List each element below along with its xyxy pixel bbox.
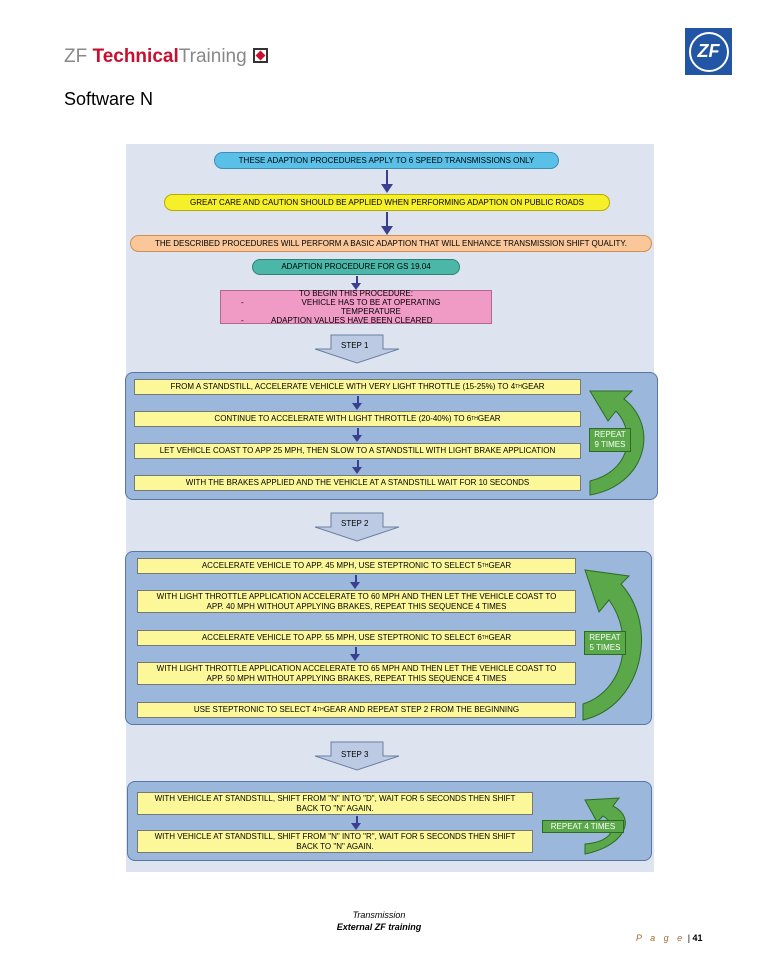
flow-arrow-line (357, 396, 359, 403)
step2-repeat-line1: REPEAT (589, 633, 621, 643)
step1-repeat-arrow-icon (589, 390, 645, 496)
step2-arrow (314, 512, 400, 542)
page-number-value: 41 (692, 933, 703, 943)
step2-box1-sup: TH (481, 563, 489, 569)
step1-box1: FROM A STANDSTILL, ACCELERATE VEHICLE WI… (134, 379, 581, 395)
flow-arrow-line (357, 460, 359, 467)
step3-arrow (314, 741, 400, 771)
step1-repeat-line1: REPEAT (594, 430, 626, 440)
flow-arrow-line (386, 212, 388, 226)
zf-logo: ZF (685, 28, 732, 75)
step3-panel: WITH VEHICLE AT STANDSTILL, SHIFT FROM "… (127, 781, 652, 861)
step2-box5-text: USE STEPTRONIC TO SELECT 4 (193, 705, 318, 715)
step3-repeat-arrow-icon (584, 797, 626, 855)
step2-box5-suffix: GEAR AND REPEAT STEP 2 FROM THE BEGINNIN… (323, 705, 520, 715)
step1-box1-text: FROM A STANDSTILL, ACCELERATE VEHICLE WI… (170, 382, 516, 392)
adaption-flowchart: THESE ADAPTION PROCEDURES APPLY TO 6 SPE… (125, 144, 658, 872)
step2-box2: WITH LIGHT THROTTLE APPLICATION ACCELERA… (137, 590, 576, 613)
footer-line2: External ZF training (336, 921, 422, 932)
applies-pill: THESE ADAPTION PROCEDURES APPLY TO 6 SPE… (214, 152, 559, 169)
step1-repeat-badge: REPEAT 9 TIMES (589, 428, 631, 452)
flow-arrow-head (352, 467, 362, 474)
page-label: P a g e (636, 933, 686, 943)
bullet: - (241, 316, 244, 326)
step3-box1: WITH VEHICLE AT STANDSTILL, SHIFT FROM "… (137, 792, 533, 815)
step3-box1-line1: WITH VEHICLE AT STANDSTILL, SHIFT FROM "… (154, 793, 516, 803)
step2-box3-suffix: GEAR (488, 633, 512, 643)
step2-box3: ACCELERATE VEHICLE TO APP. 55 MPH, USE S… (137, 630, 576, 646)
step2-box4-line1: WITH LIGHT THROTTLE APPLICATION ACCELERA… (156, 663, 557, 673)
flow-arrow-line (356, 816, 358, 823)
step1-box1-sup: TH (515, 384, 522, 390)
step1-box2-suffix: GEAR (477, 414, 501, 424)
bullet: - (241, 297, 244, 307)
step2-box5-sup: TH (317, 707, 324, 713)
step2-label: STEP 2 (341, 519, 369, 528)
step2-box3-text: ACCELERATE VEHICLE TO APP. 55 MPH, USE S… (201, 633, 482, 643)
flow-arrow-head (381, 226, 393, 235)
step2-box2-line1: WITH LIGHT THROTTLE APPLICATION ACCELERA… (156, 591, 557, 601)
begin-title: TO BEGIN THIS PROCEDURE: (299, 288, 413, 298)
footer-line1: Transmission (352, 910, 406, 920)
brand-training: Training (178, 46, 247, 67)
step2-box3-sup: TH (481, 635, 489, 641)
page-number: P a g e | 41 (636, 933, 703, 943)
flow-arrow-head (351, 283, 361, 290)
step2-box1-text: ACCELERATE VEHICLE TO APP. 45 MPH, USE S… (201, 561, 482, 571)
step1-box1-suffix: GEAR (521, 382, 545, 392)
flow-arrow-line (357, 428, 359, 435)
brand-wordmark: ZF TechnicalTraining (64, 46, 268, 68)
begin-item-text: ADAPTION VALUES HAVE BEEN CLEARED (271, 316, 433, 326)
flow-arrow-head (350, 582, 360, 589)
begin-item-text: VEHICLE HAS TO BE AT OPERATING TEMPERATU… (301, 297, 441, 316)
step2-repeat-badge: REPEAT 5 TIMES (584, 631, 626, 655)
step2-box1: ACCELERATE VEHICLE TO APP. 45 MPH, USE S… (137, 558, 576, 574)
flow-arrow-head (352, 403, 362, 410)
step2-panel: ACCELERATE VEHICLE TO APP. 45 MPH, USE S… (125, 551, 652, 725)
step1-box2-text: CONTINUE TO ACCELERATE WITH LIGHT THROTT… (214, 414, 472, 424)
flow-arrow-line (356, 276, 358, 283)
step2-box4: WITH LIGHT THROTTLE APPLICATION ACCELERA… (137, 662, 576, 685)
step1-box4: WITH THE BRAKES APPLIED AND THE VEHICLE … (134, 475, 581, 491)
flow-arrow-head (381, 184, 393, 193)
procedure-pill: ADAPTION PROCEDURE FOR GS 19.04 (252, 259, 460, 275)
step1-arrow (314, 334, 400, 364)
step1-box3: LET VEHICLE COAST TO APP 25 MPH, THEN SL… (134, 443, 581, 459)
brand-prefix: ZF (64, 46, 93, 67)
step1-label: STEP 1 (341, 341, 369, 350)
flow-arrow-line (386, 170, 388, 184)
step1-repeat-line2: 9 TIMES (594, 440, 626, 449)
training-logo-icon (252, 48, 268, 63)
zf-logo-text: ZF (688, 31, 729, 72)
begin-item: - VEHICLE HAS TO BE AT OPERATING TEMPERA… (241, 298, 471, 316)
begin-item: - ADAPTION VALUES HAVE BEEN CLEARED (241, 316, 471, 325)
step1-box2: CONTINUE TO ACCELERATE WITH LIGHT THROTT… (134, 411, 581, 427)
described-pill: THE DESCRIBED PROCEDURES WILL PERFORM A … (130, 235, 652, 252)
flow-arrow-head (351, 823, 361, 830)
step1-panel: FROM A STANDSTILL, ACCELERATE VEHICLE WI… (125, 372, 658, 500)
flow-arrow-head (352, 435, 362, 442)
flow-arrow-line (355, 575, 357, 582)
page-separator: | (685, 933, 693, 943)
footer: Transmission External ZF training (279, 910, 479, 933)
page-title: Software N (64, 89, 154, 109)
step3-box2: WITH VEHICLE AT STANDSTILL, SHIFT FROM "… (137, 830, 533, 853)
step2-box4-line2: APP. 50 MPH WITHOUT APPLYING BRAKES, REP… (206, 673, 507, 683)
step2-box1-suffix: GEAR (488, 561, 512, 571)
step3-repeat-badge: REPEAT 4 TIMES (542, 820, 624, 833)
step3-box1-line2: BACK TO "N" AGAIN. (296, 803, 374, 813)
step2-repeat-arrow-icon (582, 569, 642, 721)
step2-repeat-line2: 5 TIMES (589, 643, 621, 652)
brand-technical: Technical (92, 46, 179, 67)
caution-pill: GREAT CARE AND CAUTION SHOULD BE APPLIED… (164, 194, 610, 211)
flow-arrow-head (350, 654, 360, 661)
step3-box2-line1: WITH VEHICLE AT STANDSTILL, SHIFT FROM "… (154, 831, 516, 841)
begin-procedure-box: TO BEGIN THIS PROCEDURE: - VEHICLE HAS T… (220, 288, 492, 325)
step3-label: STEP 3 (341, 750, 369, 759)
step1-box2-sup: TH (471, 416, 478, 422)
step2-box2-line2: APP. 40 MPH WITHOUT APPLYING BRAKES, REP… (206, 601, 507, 611)
step3-box2-line2: BACK TO "N" AGAIN. (296, 841, 374, 851)
flow-arrow-line (355, 647, 357, 654)
